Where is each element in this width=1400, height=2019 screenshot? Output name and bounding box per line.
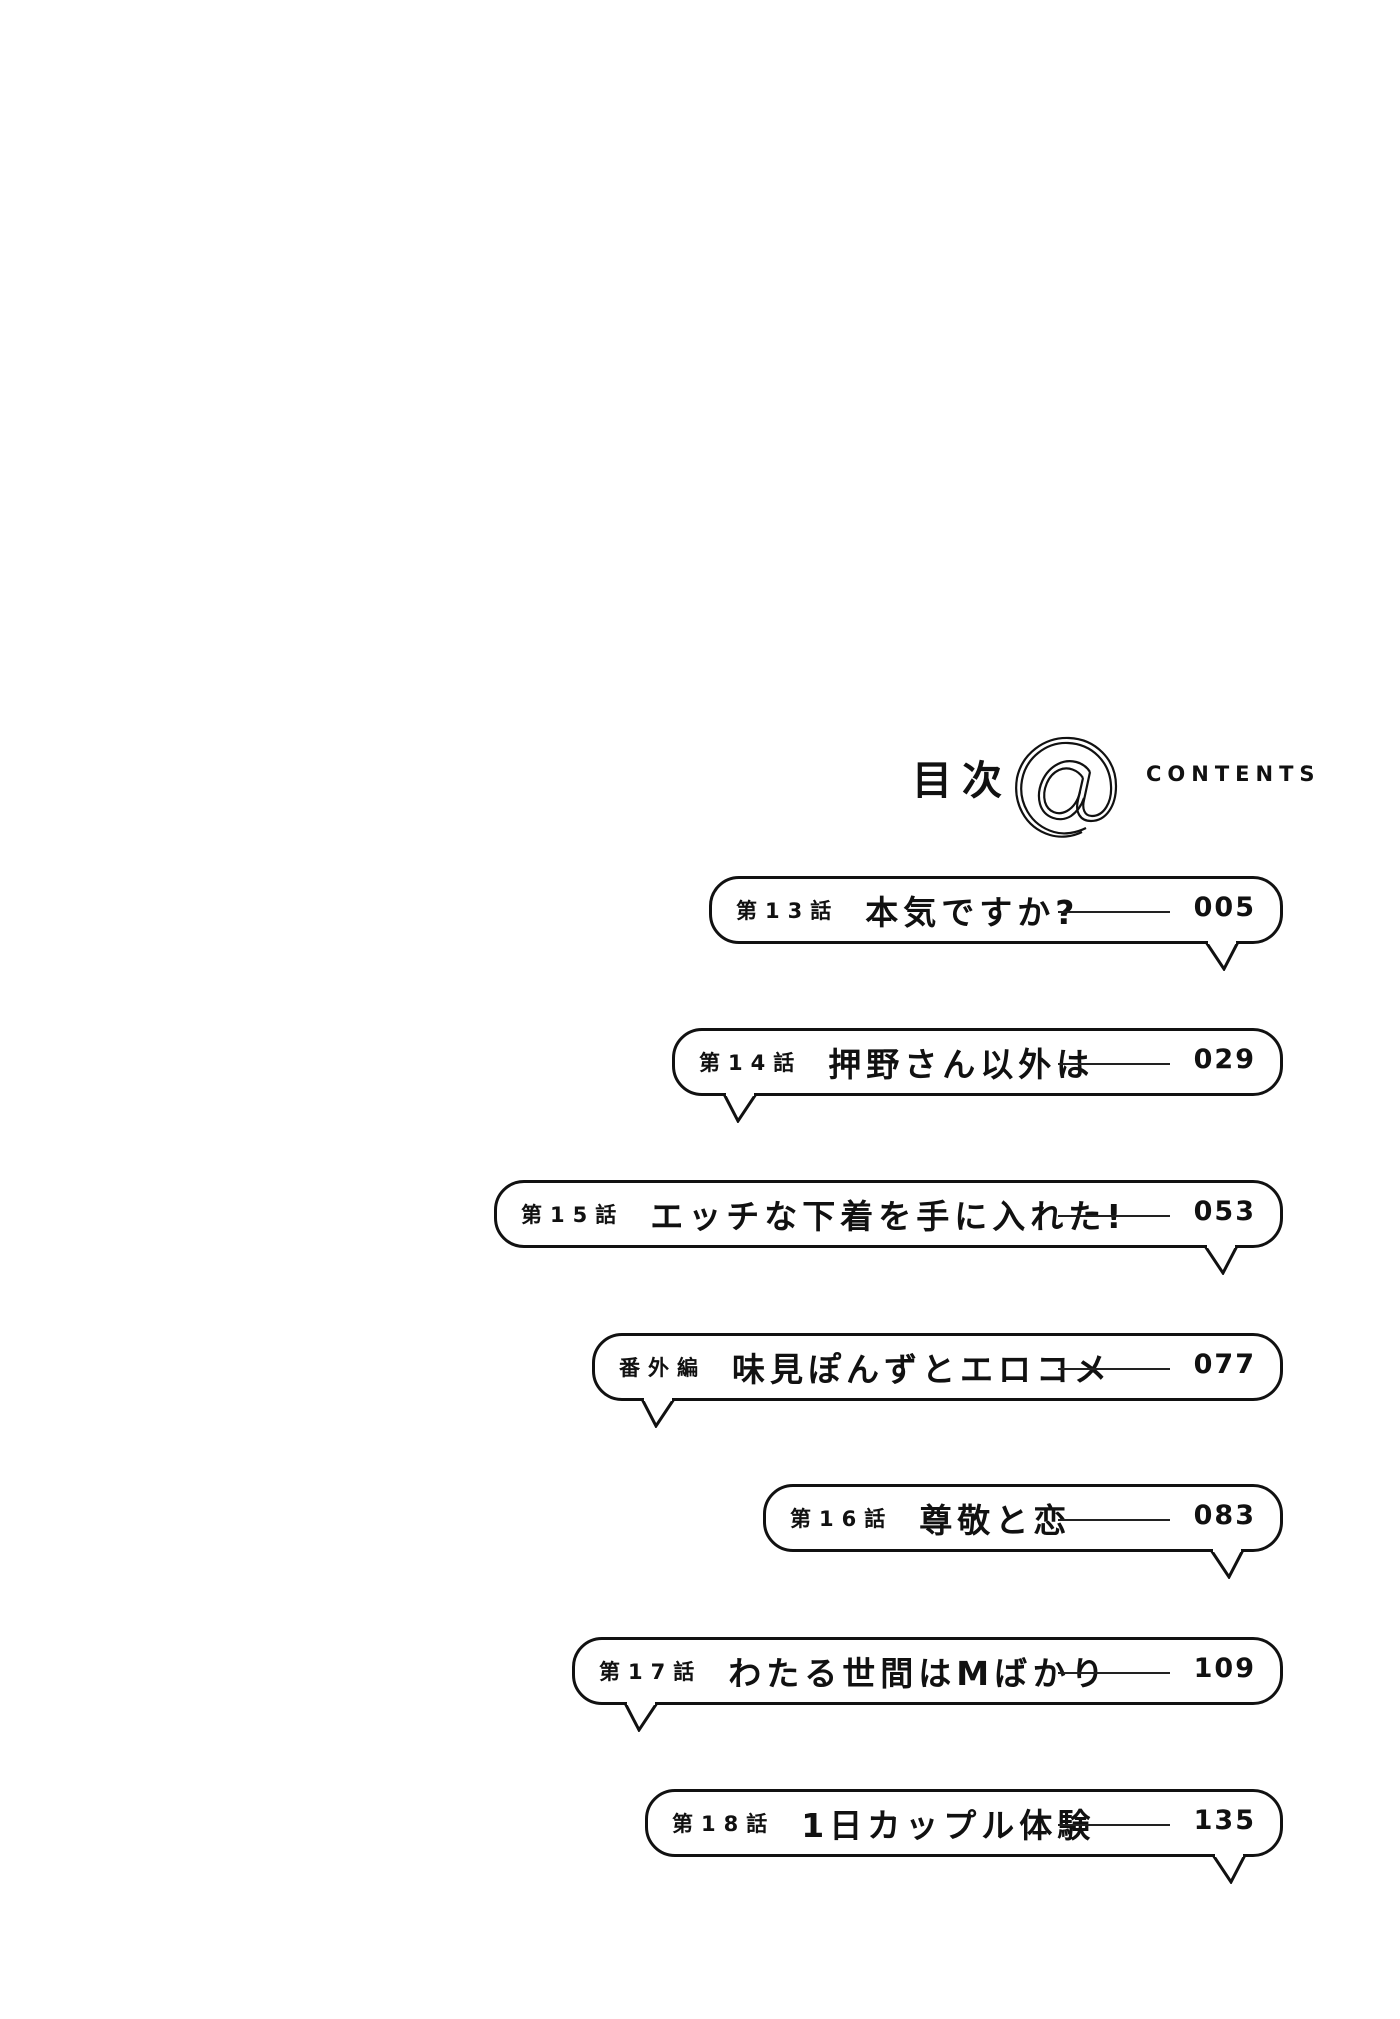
toc-entry[interactable]: 第16話 尊敬と恋 083 <box>763 1484 1283 1579</box>
page-number: 005 <box>1193 892 1256 923</box>
toc-entry[interactable]: 第17話 わたる世間はMばかり 109 <box>572 1637 1283 1732</box>
episode-label: 第14話 <box>699 1051 803 1075</box>
leader-line <box>1058 911 1170 913</box>
page-number: 029 <box>1193 1044 1256 1075</box>
episode-title: 尊敬と恋 <box>919 1501 1072 1540</box>
episode-label: 第17話 <box>599 1660 703 1684</box>
toc-title-japanese: 目次 <box>912 758 1012 804</box>
speech-tail-icon <box>1204 941 1244 971</box>
leader-line <box>1058 1215 1170 1217</box>
toc-entry[interactable]: 第13話 本気ですか? 005 <box>709 876 1283 971</box>
leader-line <box>1058 1672 1170 1674</box>
episode-title: エッチな下着を手に入れた! <box>650 1197 1127 1236</box>
page-number: 083 <box>1193 1500 1256 1531</box>
episode-title: 味見ぽんずとエロコメ <box>732 1350 1112 1389</box>
episode-label: 第15話 <box>521 1203 625 1227</box>
episode-label: 第18話 <box>672 1812 776 1836</box>
leader-line <box>1058 1824 1170 1826</box>
at-sign-icon <box>1012 736 1120 844</box>
page-number: 135 <box>1193 1805 1256 1836</box>
page-number: 077 <box>1193 1349 1256 1380</box>
toc-entry[interactable]: 第15話 エッチな下着を手に入れた! 053 <box>494 1180 1283 1275</box>
toc-entry[interactable]: 第14話 押野さん以外は 029 <box>672 1028 1283 1123</box>
episode-label: 第13話 <box>736 899 840 923</box>
speech-tail-icon <box>621 1702 661 1732</box>
speech-tail-icon <box>720 1093 760 1123</box>
episode-title: 1日カップル体験 <box>801 1806 1096 1845</box>
episode-label: 第16話 <box>790 1507 894 1531</box>
speech-tail-icon <box>1203 1245 1243 1275</box>
speech-tail-icon <box>638 1398 678 1428</box>
page-number: 053 <box>1193 1196 1256 1227</box>
toc-entry[interactable]: 第18話 1日カップル体験 135 <box>645 1789 1283 1884</box>
episode-title: 本気ですか? <box>865 893 1080 932</box>
speech-tail-icon <box>1209 1549 1249 1579</box>
leader-line <box>1058 1519 1170 1521</box>
episode-label: 番外編 <box>619 1356 706 1380</box>
speech-tail-icon <box>1211 1854 1251 1884</box>
toc-entry[interactable]: 番外編 味見ぽんずとエロコメ 077 <box>592 1333 1283 1428</box>
episode-title: わたる世間はMばかり <box>728 1654 1109 1693</box>
page-number: 109 <box>1193 1653 1256 1684</box>
toc-title-english: CONTENTS <box>1146 762 1321 786</box>
episode-title: 押野さん以外は <box>828 1045 1095 1084</box>
leader-line <box>1058 1063 1170 1065</box>
leader-line <box>1058 1368 1170 1370</box>
